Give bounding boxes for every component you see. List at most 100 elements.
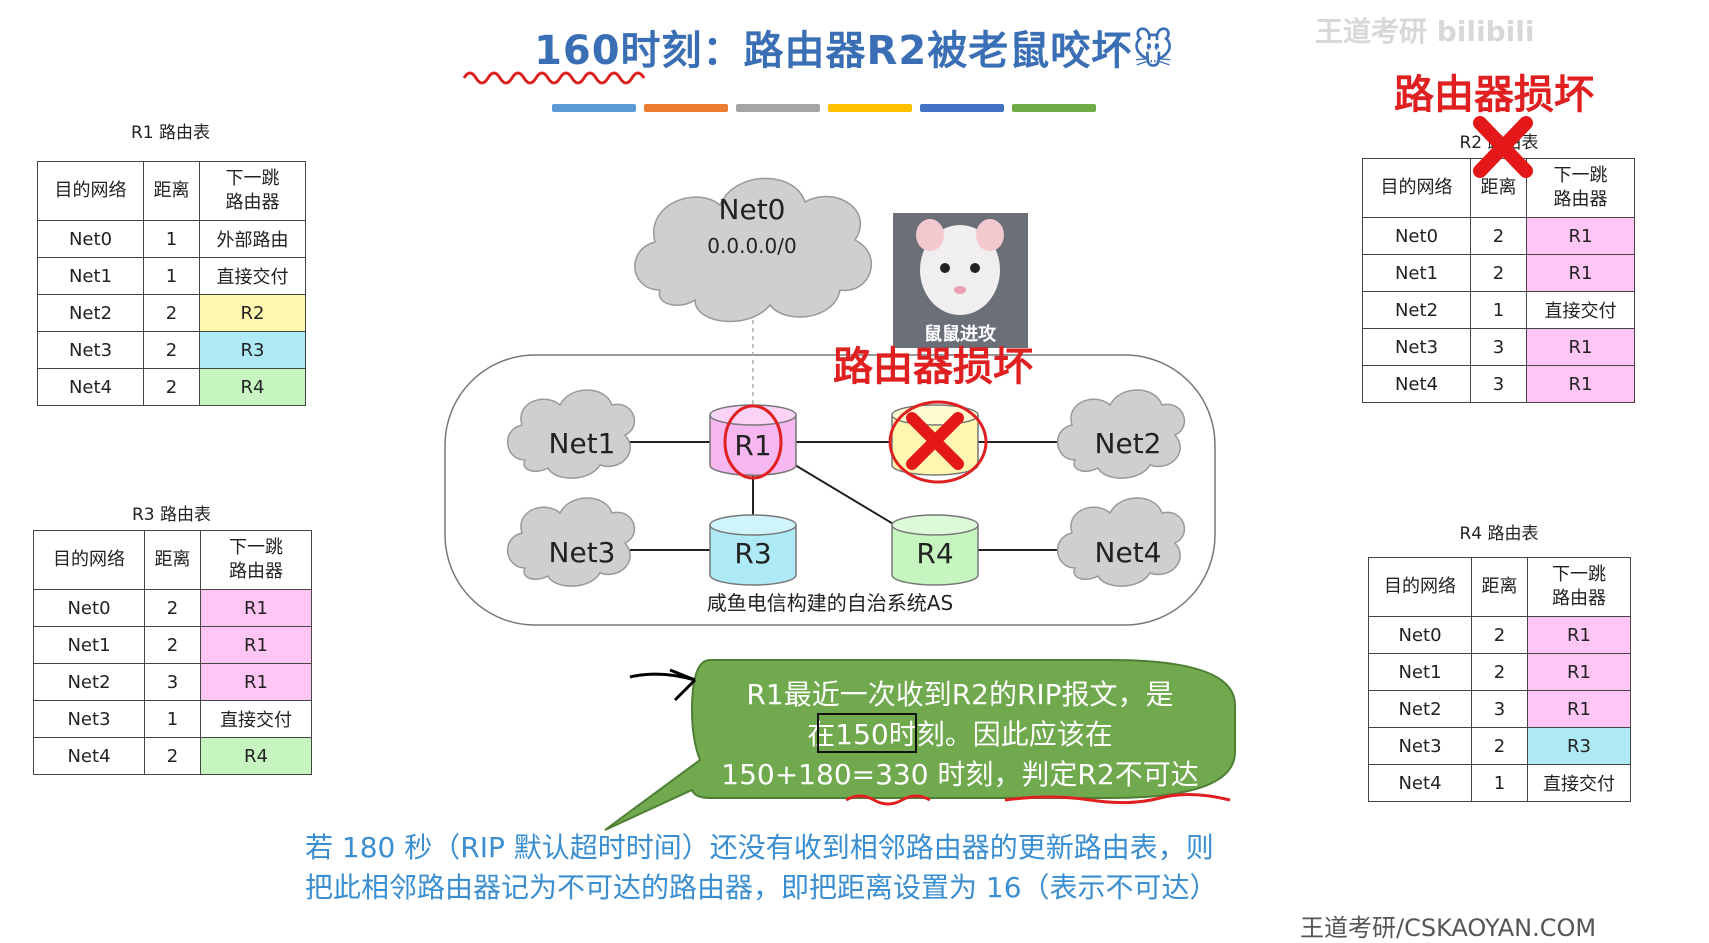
cell-next: R1 <box>1526 217 1635 255</box>
router-r2 <box>888 400 988 484</box>
callout-annotations <box>817 713 1231 806</box>
cell-dist: 1 <box>143 220 200 258</box>
cell-net: Net3 <box>33 700 145 738</box>
cell-dist: 2 <box>143 331 200 369</box>
cell-net: Net2 <box>1368 690 1472 728</box>
accent-bar <box>736 104 820 112</box>
cell-next: R1 <box>1526 365 1635 403</box>
column-header: 距离 <box>1471 557 1528 617</box>
cell-next: R3 <box>1527 727 1631 765</box>
cell-next: R1 <box>1527 616 1631 654</box>
cell-net: Net1 <box>37 257 144 295</box>
cell-net: Net4 <box>1368 764 1472 802</box>
cell-dist: 2 <box>1471 616 1528 654</box>
cell-net: Net1 <box>1368 653 1472 691</box>
router-r3: R3 <box>709 514 797 586</box>
cell-next: R1 <box>1527 653 1631 691</box>
cell-net: Net0 <box>1368 616 1472 654</box>
net4-cloud: Net4 <box>1056 497 1186 587</box>
rat-photo: 鼠鼠进攻 <box>893 213 1028 348</box>
accent-bar <box>552 104 636 112</box>
net3-cloud: Net3 <box>506 497 636 587</box>
cell-next: R1 <box>1527 690 1631 728</box>
cell-net: Net0 <box>33 589 145 627</box>
cell-dist: 2 <box>144 589 201 627</box>
r3-label: R3 <box>734 537 771 570</box>
column-header: 下一跳 路由器 <box>1526 158 1635 218</box>
router-broken-label: 路由器损坏 <box>833 344 1033 390</box>
column-header: 目的网络 <box>33 530 145 590</box>
cell-dist: 3 <box>144 663 201 701</box>
cell-dist: 2 <box>143 368 200 406</box>
cell-net: Net1 <box>1362 254 1471 292</box>
cell-net: Net2 <box>33 663 145 701</box>
cell-next: R1 <box>200 663 312 701</box>
column-header: 下一跳 路由器 <box>200 530 312 590</box>
cell-next: 直接交付 <box>199 257 306 295</box>
link-r1-r4 <box>794 464 896 526</box>
cell-net: Net0 <box>37 220 144 258</box>
r1-label: R1 <box>734 429 771 462</box>
accent-bar <box>644 104 728 112</box>
router-r1: R1 <box>709 404 797 480</box>
cell-dist: 2 <box>143 294 200 332</box>
watermark: 王道考研 bilibili <box>1315 15 1535 48</box>
cell-dist: 2 <box>1471 727 1528 765</box>
cell-dist: 2 <box>1470 254 1527 292</box>
cell-next: R4 <box>199 368 306 406</box>
cell-net: Net2 <box>37 294 144 332</box>
slide-title: 160时刻：路由器R2被老鼠咬坏🐭 <box>534 28 1175 74</box>
cell-dist: 2 <box>1471 653 1528 691</box>
column-header: 下一跳 路由器 <box>1527 557 1631 617</box>
cell-next: R1 <box>200 626 312 664</box>
accent-bar <box>1012 104 1096 112</box>
cell-next: R1 <box>200 589 312 627</box>
cell-next: R4 <box>200 737 312 775</box>
net0-address: 0.0.0.0/0 <box>707 234 796 258</box>
cell-dist: 3 <box>1471 690 1528 728</box>
cell-dist: 1 <box>143 257 200 295</box>
net1-cloud: Net1 <box>506 389 636 479</box>
cell-net: Net4 <box>1362 365 1471 403</box>
cell-dist: 1 <box>1470 291 1527 329</box>
cell-next: 直接交付 <box>1526 291 1635 329</box>
net2-label: Net2 <box>1095 427 1162 460</box>
column-header: 目的网络 <box>37 161 144 221</box>
cell-net: Net4 <box>37 368 144 406</box>
cell-dist: 2 <box>144 626 201 664</box>
red-x-icon <box>1473 116 1533 178</box>
network-diagram: Net0 0.0.0.0/0 鼠鼠进攻 路由器损坏 Net1 Net3 Net2… <box>444 177 1216 626</box>
callout-line-1: R1最近一次收到R2的RIP报文，是 <box>746 678 1174 711</box>
as-label: 咸鱼电信构建的自治系统AS <box>707 591 953 615</box>
net4-label: Net4 <box>1095 536 1162 569</box>
cell-net: Net2 <box>1362 291 1471 329</box>
cell-dist: 1 <box>1471 764 1528 802</box>
cell-next: 直接交付 <box>200 700 312 738</box>
cell-net: Net4 <box>33 737 145 775</box>
r4-table-caption: R4 路由表 <box>1459 524 1539 544</box>
callout-line-2: 在150时刻。因此应该在 <box>807 718 1113 751</box>
net0-label: Net0 <box>719 193 786 226</box>
column-header: 下一跳 路由器 <box>199 161 306 221</box>
column-header: 距离 <box>144 530 201 590</box>
cell-net: Net1 <box>33 626 145 664</box>
cell-dist: 3 <box>1470 328 1527 366</box>
r3-table-caption: R3 路由表 <box>131 505 212 525</box>
net1-label: Net1 <box>549 427 616 460</box>
